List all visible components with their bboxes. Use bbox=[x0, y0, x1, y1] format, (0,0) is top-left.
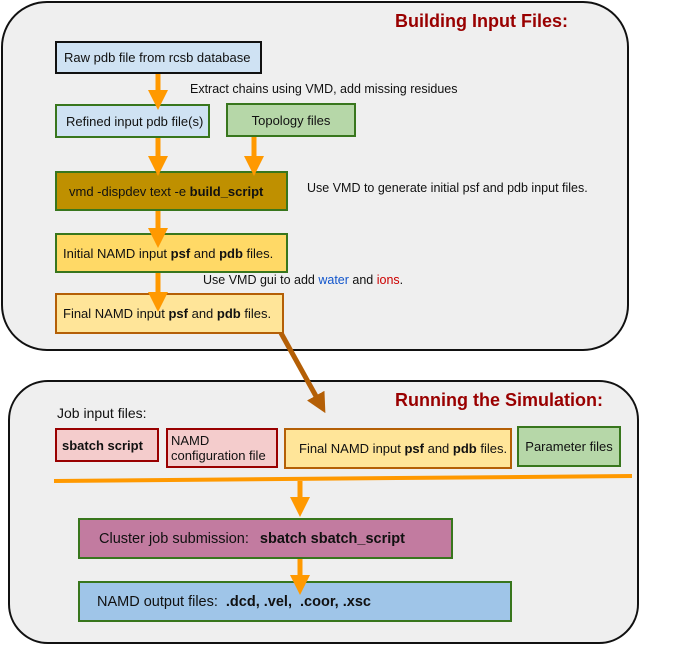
raw-pdb-box: Raw pdb file from rcsb database bbox=[55, 41, 262, 74]
vmd-gui-note: Use VMD gui to add water and ions. bbox=[203, 273, 403, 287]
extract-chains-note: Extract chains using VMD, add missing re… bbox=[190, 82, 458, 96]
namd-config-line1: NAMD bbox=[171, 433, 210, 448]
job-final-and: and bbox=[423, 441, 453, 456]
initial-and: and bbox=[190, 245, 220, 261]
cluster-job-submission-box: Cluster job submission: sbatch sbatch_sc… bbox=[78, 518, 453, 559]
final-psf: psf bbox=[168, 306, 188, 321]
vmd-command-prefix: vmd -dispdev text -e bbox=[69, 183, 190, 199]
final-namd-input-job-box: Final NAMD input psf and pdb files. bbox=[284, 428, 512, 469]
gui-suffix: . bbox=[399, 273, 404, 287]
job-final-psf: psf bbox=[404, 441, 424, 456]
final-prefix: Final NAMD input bbox=[63, 306, 169, 321]
job-input-files-label: Job input files: bbox=[57, 405, 147, 421]
parameter-files-label: Parameter files bbox=[525, 439, 613, 454]
generate-psf-pdb-note: Use VMD to generate initial psf and pdb … bbox=[307, 181, 588, 195]
output-extensions: .dcd, .vel, .coor, .xsc bbox=[225, 593, 371, 610]
vmd-command-script: build_script bbox=[189, 183, 264, 199]
initial-psf: psf bbox=[170, 245, 191, 261]
raw-pdb-label: Raw pdb file from rcsb database bbox=[64, 50, 251, 65]
gui-prefix: Use VMD gui to add bbox=[203, 273, 319, 287]
building-input-files-title: Building Input Files: bbox=[395, 11, 568, 31]
topology-files-box: Topology files bbox=[226, 103, 356, 137]
refined-pdb-label: Refined input pdb file(s) bbox=[66, 113, 204, 129]
final-pdb: pdb bbox=[216, 306, 241, 321]
refined-pdb-box: Refined input pdb file(s) bbox=[55, 104, 210, 138]
final-and: and bbox=[187, 306, 217, 321]
output-prefix: NAMD output files: bbox=[97, 593, 218, 610]
namd-output-files-box: NAMD output files: .dcd, .vel, .coor, .x… bbox=[78, 581, 512, 622]
gui-and: and bbox=[348, 273, 377, 287]
final-namd-input-box: Final NAMD input psf and pdb files. bbox=[55, 293, 284, 334]
topology-files-label: Topology files bbox=[251, 112, 331, 128]
namd-config-line2: configuration file bbox=[171, 448, 266, 463]
job-final-suffix: files. bbox=[476, 441, 508, 456]
namd-configuration-box: NAMD configuration file bbox=[166, 428, 278, 468]
sbatch-script-box: sbatch script bbox=[55, 428, 159, 462]
running-simulation-title: Running the Simulation: bbox=[395, 390, 603, 410]
final-suffix: files. bbox=[240, 306, 272, 321]
submission-prefix: Cluster job submission: bbox=[99, 530, 249, 547]
parameter-files-box: Parameter files bbox=[517, 426, 621, 467]
gui-water: water bbox=[318, 273, 349, 287]
job-final-prefix: Final NAMD input bbox=[299, 441, 405, 456]
vmd-build-command-box: vmd -dispdev text -e build_script bbox=[55, 171, 288, 211]
initial-prefix: Initial NAMD input bbox=[63, 245, 171, 261]
initial-pdb: pdb bbox=[219, 245, 243, 261]
initial-suffix: files. bbox=[242, 245, 274, 261]
initial-namd-input-box: Initial NAMD input psf and pdb files. bbox=[55, 233, 288, 273]
sbatch-script-label: sbatch script bbox=[62, 437, 143, 453]
gui-ions: ions bbox=[376, 273, 400, 287]
submission-command: sbatch sbatch_script bbox=[259, 530, 405, 547]
job-final-pdb: pdb bbox=[452, 441, 477, 456]
